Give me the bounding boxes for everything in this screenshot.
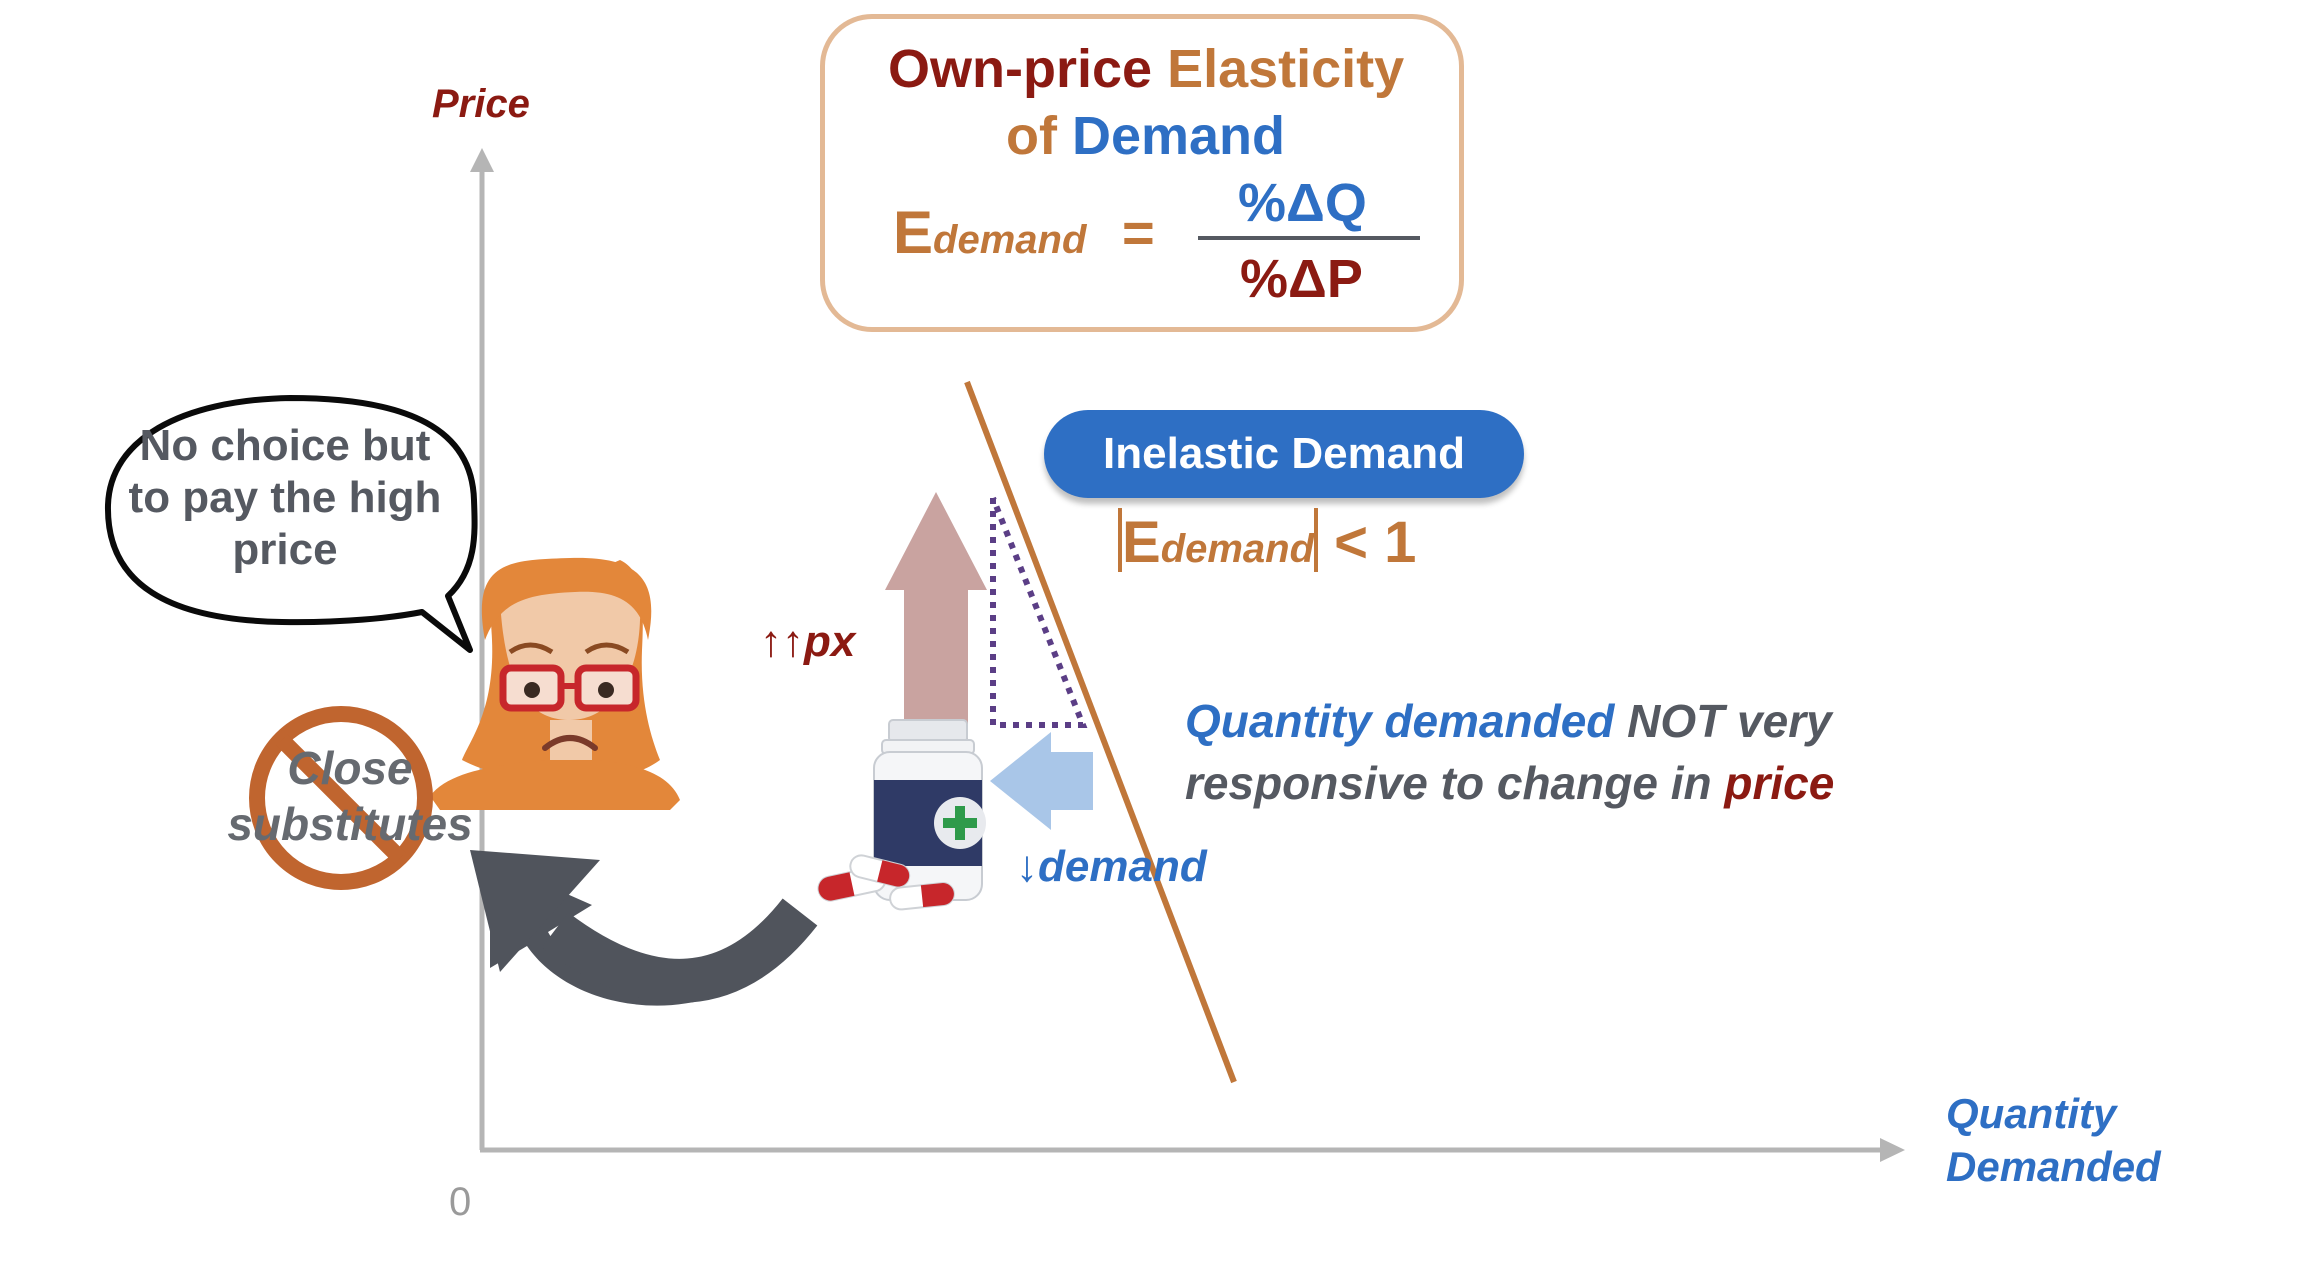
x-axis-label-line1: Quantity [1946, 1090, 2117, 1137]
speech-bubble-icon [104, 395, 478, 653]
formula-equals: = [1122, 201, 1155, 264]
x-axis-arrowhead [1880, 1138, 1905, 1162]
explanation-responsive: responsive to change in [1185, 757, 1712, 809]
explanation-line1: Quantity demanded NOT very [1185, 690, 1834, 752]
x-axis-label-line2: Demanded [1946, 1143, 2161, 1190]
formula-title-line1: Own-price Elasticity [888, 38, 1404, 100]
formula-numerator: %ΔQ [1238, 173, 1367, 233]
curved-arrow-head [470, 850, 600, 972]
price-up-label: ↑↑px [760, 617, 856, 666]
formula-title-of: of [1006, 106, 1057, 166]
inelastic-demand-pill: Inelastic Demand [1044, 410, 1524, 498]
inelastic-e-symbol: E [1122, 510, 1161, 575]
inelastic-comparison: < 1 [1334, 510, 1417, 575]
abs-bar-left [1118, 508, 1122, 572]
y-axis-arrowhead [470, 148, 494, 172]
price-up-arrow [885, 492, 987, 745]
formula-title-demand: Demand [1071, 106, 1286, 166]
explanation-text: Quantity demanded NOT very responsive to… [1185, 690, 1834, 814]
close-substitutes-text: Close substitutes [227, 742, 473, 850]
explanation-quantity-demanded: Quantity demanded [1185, 695, 1615, 747]
formula-denominator: %ΔP [1240, 249, 1363, 309]
explanation-price: price [1724, 757, 1835, 809]
demand-curve [964, 380, 1237, 1084]
y-axis-label: Price [432, 82, 530, 126]
formula-title-line2: of Demand [1006, 105, 1285, 167]
explanation-line2: responsive to change in price [1185, 752, 1834, 814]
explanation-not-very: NOT very [1627, 695, 1832, 747]
formula-e-demand: Edemand [893, 198, 1086, 267]
formula-title-own-price: Own-price [888, 39, 1153, 99]
inelastic-condition: Edemand < 1 [1118, 508, 1416, 576]
speech-bubble-text: No choice but to pay the high price [128, 421, 442, 574]
x-axis-label: Quantity Demanded [1946, 1087, 2161, 1193]
medicine-bottle-icon [873, 719, 986, 901]
woman-sad-face-icon [430, 557, 680, 810]
curved-arrow-body [541, 898, 818, 1003]
formula-e-symbol: E [893, 199, 934, 266]
elasticity-triangle [990, 496, 1088, 728]
demand-down-label: ↓demand [1016, 842, 1207, 891]
formula-fraction-bar [1198, 236, 1420, 240]
formula-box [820, 14, 1464, 332]
abs-bar-right [1314, 508, 1319, 572]
inelastic-e-subscript: demand [1160, 527, 1315, 571]
origin-label: 0 [449, 1180, 472, 1224]
demand-left-arrow [990, 732, 1093, 830]
no-sign-icon [249, 706, 433, 890]
pills-icon [817, 854, 955, 911]
formula-e-subscript: demand [933, 218, 1087, 262]
formula-title-elasticity: Elasticity [1167, 39, 1405, 99]
